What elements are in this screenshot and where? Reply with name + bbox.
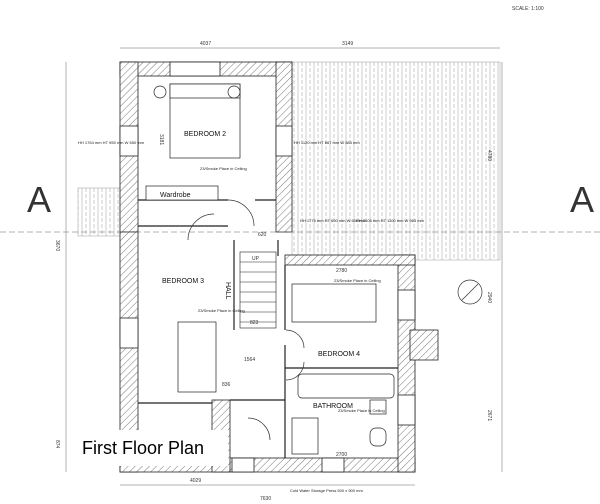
- section-marker-right: A: [570, 179, 594, 220]
- section-marker-left: A: [27, 179, 51, 220]
- dim-top-right: 3149: [342, 41, 353, 47]
- stair-up-label: UP: [252, 256, 260, 262]
- dim-left-mid: 823: [250, 320, 259, 326]
- note-cold-water: Cold Water Storage Press 500 x 900 mm: [290, 488, 363, 493]
- dim-top-left: 4037: [200, 41, 211, 47]
- note-ceiling-bedroom-2: 23/Smoke Place in Ceiling: [200, 166, 247, 171]
- dim-landing: 620: [258, 232, 267, 238]
- sink: [369, 399, 387, 415]
- bed-bedroom-4: [291, 283, 377, 323]
- room-label-bedroom-2: BEDROOM 2: [184, 131, 226, 138]
- dim-hall-width: 1564: [244, 357, 255, 363]
- title-box: [68, 430, 228, 466]
- note-ceiling-bedroom-3: 23/Smoke Place in Ceiling: [198, 308, 245, 313]
- note-window-a: HH 1764 mm HT 955 mm W 650 mm: [78, 140, 145, 145]
- toilet: [369, 427, 387, 447]
- dim-left-upper: 3670: [54, 240, 60, 251]
- note-window-b: HH 1120 mm HT 667 mm W 583 mm: [294, 140, 360, 145]
- room-label-bedroom-3: BEDROOM 3: [162, 278, 204, 285]
- furniture: [145, 83, 395, 455]
- roof-deck: [291, 61, 501, 261]
- room-label-bedroom-4: BEDROOM 4: [318, 351, 360, 358]
- dim-bedroom-4-width: 2780: [336, 268, 347, 274]
- storage-press: [291, 417, 319, 455]
- plan-title: First Floor Plan: [82, 438, 204, 458]
- note-window-d: HH 2105 mm HT 1100 mm W 963 mm: [356, 218, 425, 223]
- dim-left-lower: 874: [54, 440, 60, 449]
- bed-bedroom-3: [177, 321, 217, 393]
- windows: [119, 61, 416, 473]
- dim-right-upper: 4780: [486, 150, 492, 161]
- room-label-hall: HALL: [224, 282, 231, 300]
- dim-bottom-total: 7630: [260, 496, 271, 502]
- wardrobe-box: [145, 185, 219, 201]
- dim-bottom-left: 4029: [190, 478, 201, 484]
- dim-right-lower: 2671: [486, 410, 492, 421]
- note-ceiling-bathroom: 23/Smoke Place in Ceiling: [338, 408, 385, 413]
- wardrobe-label: Wardrobe: [160, 192, 191, 199]
- dim-bath-width: 2700: [336, 452, 347, 458]
- dim-bed3-door: 836: [222, 382, 231, 388]
- staircase: [239, 251, 277, 329]
- note-window-c: HH 1775 mm HT 600 mm W 600 mm: [300, 218, 367, 223]
- dim-bedroom-2-depth: 3181: [158, 134, 164, 145]
- left-deck: [77, 187, 121, 237]
- note-ceiling-bedroom-4: 23/Smoke Place in Ceiling: [334, 278, 381, 283]
- door-swings: [187, 199, 305, 441]
- scale-label: SCALE: 1:100: [512, 6, 544, 12]
- dimension-lines: [0, 47, 600, 486]
- north-arrow-icon: [457, 279, 483, 305]
- room-label-bathroom: BATHROOM: [313, 403, 353, 410]
- bath-tub: [297, 373, 395, 399]
- dim-right-mid: 2940: [486, 292, 492, 303]
